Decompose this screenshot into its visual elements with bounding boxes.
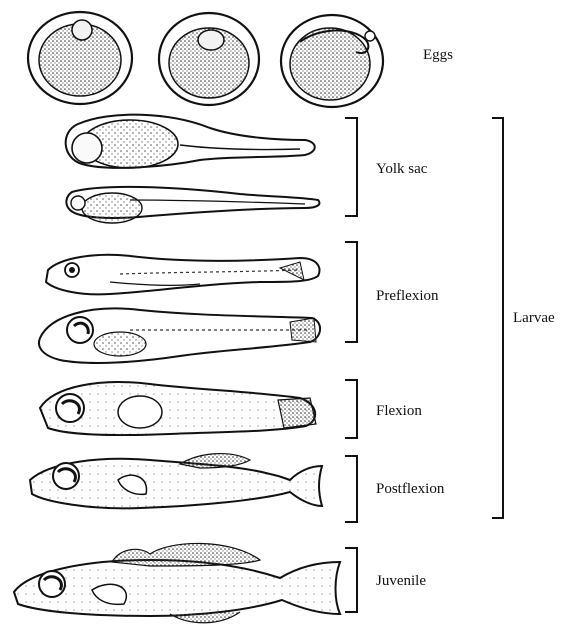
juvenile-label: Juvenile	[376, 572, 426, 590]
egg-3	[281, 15, 383, 107]
postflexion-fish	[30, 454, 322, 509]
postflexion-bracket	[345, 456, 357, 522]
yolk-sac-label: Yolk sac	[376, 160, 427, 178]
preflexion-bracket	[345, 242, 357, 342]
flexion-label: Flexion	[376, 402, 422, 420]
egg-1	[28, 12, 132, 104]
preflexion-larva-1	[46, 255, 319, 295]
preflexion-label: Preflexion	[376, 287, 438, 305]
flexion-larva	[40, 382, 316, 435]
flexion-bracket	[345, 380, 357, 438]
yolk-sac-bracket	[345, 118, 357, 216]
larvae-bracket	[492, 118, 503, 518]
egg-2	[159, 13, 259, 105]
eggs-label: Eggs	[423, 46, 453, 64]
yolk-sac-larva-1	[66, 115, 315, 168]
stage-brackets	[345, 118, 503, 612]
postflexion-label: Postflexion	[376, 480, 444, 498]
juvenile-fish	[14, 543, 340, 622]
yolk-sac-larva-2	[66, 187, 319, 223]
preflexion-larva-2	[39, 308, 320, 363]
juvenile-bracket	[345, 548, 357, 612]
larvae-label: Larvae	[513, 309, 555, 327]
